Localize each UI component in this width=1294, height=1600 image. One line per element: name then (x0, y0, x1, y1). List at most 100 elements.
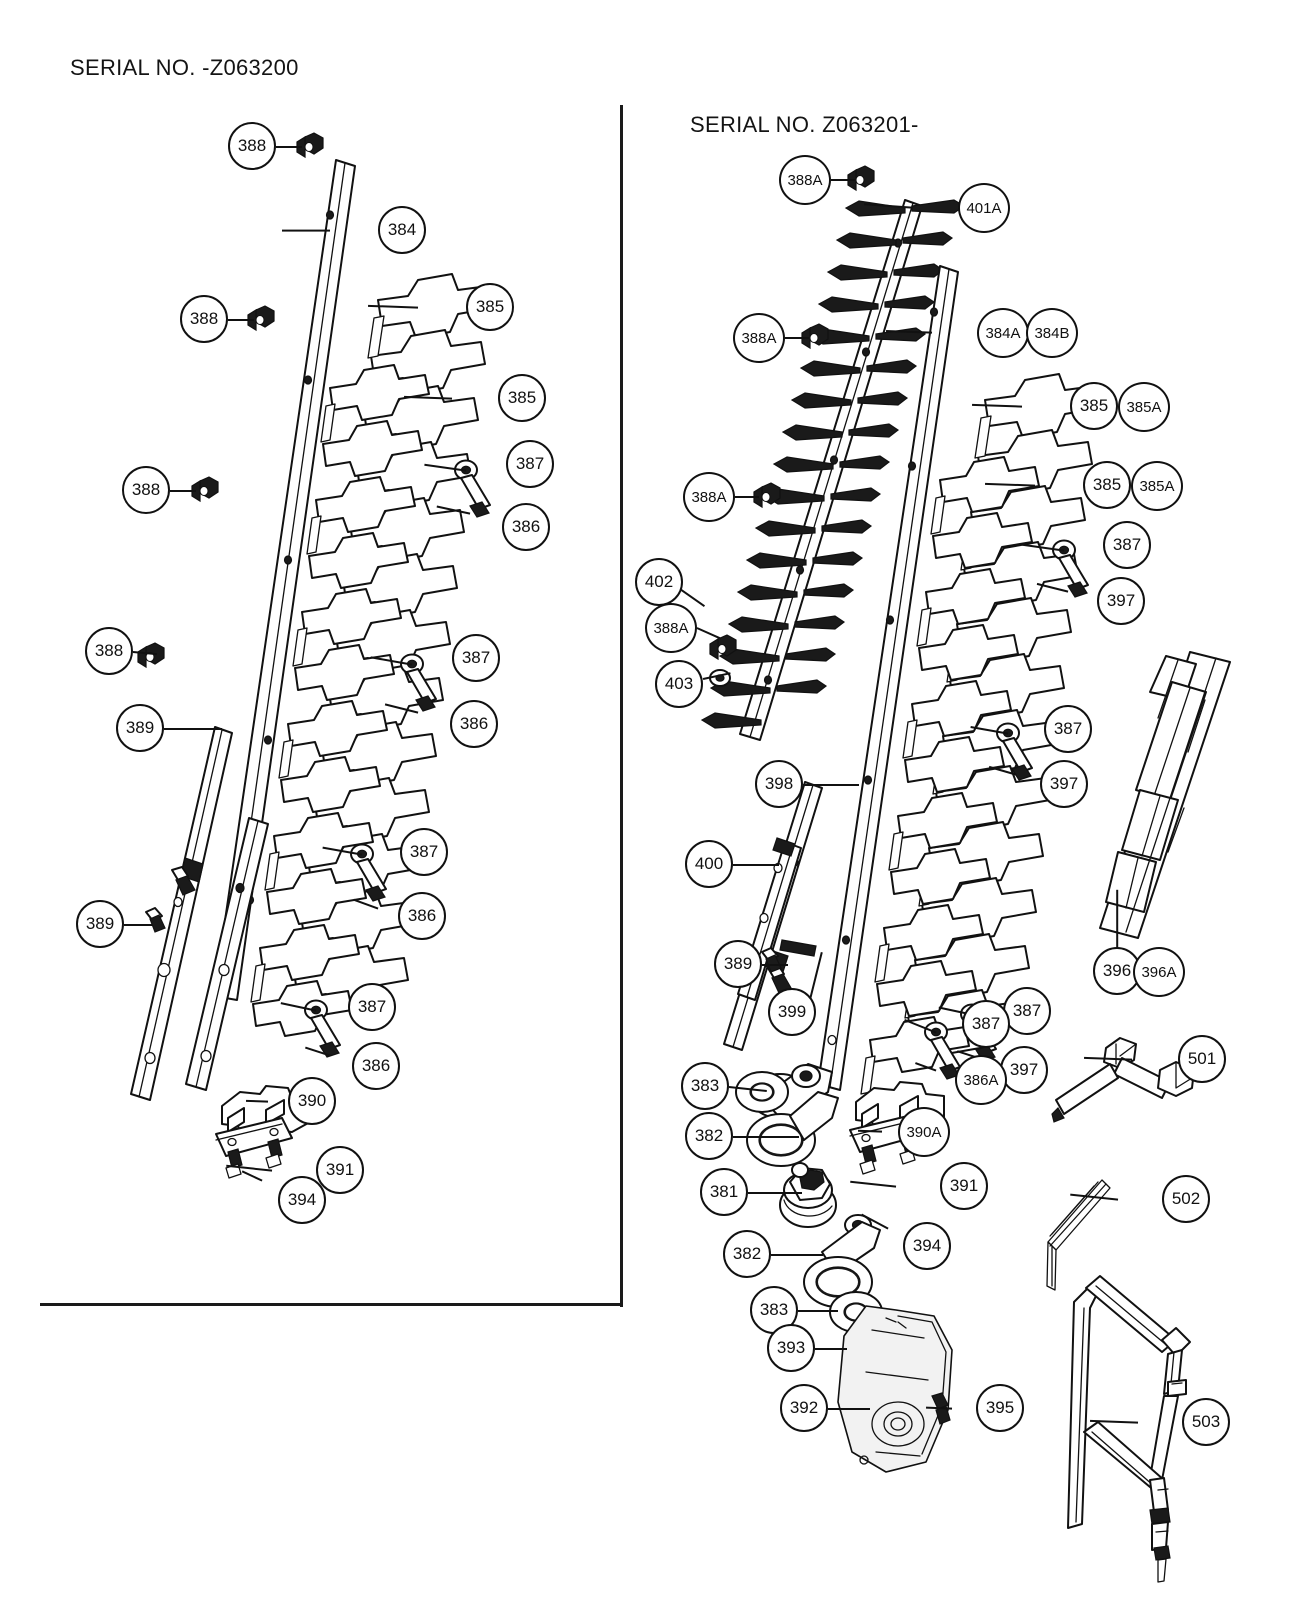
callout-balloon-388A[interactable]: 388A (683, 472, 735, 522)
callout-balloon-382[interactable]: 382 (723, 1230, 771, 1278)
callout-balloon-384[interactable]: 384 (378, 206, 426, 254)
callout-balloon-502[interactable]: 502 (1162, 1175, 1210, 1223)
leader-line-390 (245, 1100, 269, 1103)
callout-balloon-396A[interactable]: 396A (1133, 947, 1185, 997)
leader-line-387 (322, 847, 363, 856)
right-nut-388A-2 (801, 323, 829, 349)
callout-balloon-388A[interactable]: 388A (733, 313, 785, 363)
callout-balloon-383[interactable]: 383 (750, 1286, 798, 1334)
leader-line-387 (970, 726, 1009, 735)
bearing-393 (861, 1330, 907, 1366)
callout-balloon-391[interactable]: 391 (316, 1146, 364, 1194)
leader-line-399 (809, 952, 823, 999)
callout-balloon-501[interactable]: 501 (1178, 1035, 1226, 1083)
callout-label: 385 (1092, 475, 1122, 494)
callout-label: 390 (297, 1091, 327, 1110)
callout-balloon-387[interactable]: 387 (400, 828, 448, 876)
callout-label: 386 (511, 517, 541, 536)
callout-balloon-389[interactable]: 389 (116, 704, 164, 752)
leader-line-389 (124, 924, 152, 926)
callout-balloon-386[interactable]: 386 (502, 503, 550, 551)
callout-balloon-386A[interactable]: 386A (955, 1055, 1007, 1105)
callout-balloon-387[interactable]: 387 (1003, 987, 1051, 1035)
callout-balloon-387[interactable]: 387 (506, 440, 554, 488)
callout-balloon-399[interactable]: 399 (768, 988, 816, 1036)
callout-balloon-387[interactable]: 387 (1044, 705, 1092, 753)
leader-line-386 (305, 1047, 331, 1057)
callout-balloon-400[interactable]: 400 (685, 840, 733, 888)
callout-balloon-385[interactable]: 385 (498, 374, 546, 422)
leader-line-397 (988, 766, 1017, 776)
leader-line-384 (282, 230, 330, 232)
callout-label: 385A (1126, 398, 1162, 416)
callout-balloon-398[interactable]: 398 (755, 760, 803, 808)
callout-balloon-395[interactable]: 395 (976, 1384, 1024, 1432)
callout-label: 503 (1191, 1412, 1221, 1431)
callout-balloon-392[interactable]: 392 (780, 1384, 828, 1432)
callout-balloon-394[interactable]: 394 (903, 1222, 951, 1270)
callout-balloon-388[interactable]: 388 (228, 122, 276, 170)
callout-balloon-402[interactable]: 402 (635, 558, 683, 606)
leader-line-400 (733, 864, 779, 866)
callout-balloon-382[interactable]: 382 (685, 1112, 733, 1160)
callout-balloon-397[interactable]: 397 (1000, 1046, 1048, 1094)
callout-balloon-396[interactable]: 396 (1093, 947, 1141, 995)
callout-balloon-388A[interactable]: 388A (779, 155, 831, 205)
callout-balloon-385[interactable]: 385 (1070, 382, 1118, 430)
callout-balloon-503[interactable]: 503 (1182, 1398, 1230, 1446)
callout-balloon-384B[interactable]: 384B (1026, 308, 1078, 358)
callout-label: 382 (732, 1244, 762, 1263)
callout-balloon-386[interactable]: 386 (450, 700, 498, 748)
leader-line-386 (353, 899, 379, 910)
callout-label: 402 (644, 572, 674, 591)
callout-label: 391 (325, 1160, 355, 1179)
left-blade-385-front (250, 364, 430, 1037)
leader-line-398 (803, 784, 859, 786)
callout-label: 395 (985, 1398, 1015, 1417)
callout-label: 396A (1141, 963, 1177, 981)
callout-balloon-386[interactable]: 386 (398, 892, 446, 940)
callout-balloon-390A[interactable]: 390A (898, 1107, 950, 1157)
left-nut-388-3 (191, 476, 219, 502)
leader-line-395 (925, 1407, 953, 1410)
harness-503 (1067, 1275, 1191, 1583)
callout-balloon-393[interactable]: 393 (767, 1324, 815, 1372)
callout-label: 403 (664, 674, 694, 693)
callout-balloon-387[interactable]: 387 (452, 634, 500, 682)
callout-balloon-384A[interactable]: 384A (977, 308, 1029, 358)
callout-balloon-387[interactable]: 387 (962, 1000, 1010, 1048)
callout-balloon-381[interactable]: 381 (700, 1168, 748, 1216)
callout-balloon-388[interactable]: 388 (122, 466, 170, 514)
callout-balloon-387[interactable]: 387 (348, 983, 396, 1031)
callout-balloon-387[interactable]: 387 (1103, 521, 1151, 569)
callout-label: 397 (1009, 1060, 1039, 1079)
callout-balloon-388A[interactable]: 388A (645, 603, 697, 653)
callout-label: 388A (741, 329, 777, 347)
callout-balloon-397[interactable]: 397 (1097, 577, 1145, 625)
callout-balloon-397[interactable]: 397 (1040, 760, 1088, 808)
leader-line-402 (679, 588, 706, 607)
callout-label: 385 (1079, 396, 1109, 415)
callout-balloon-383[interactable]: 383 (681, 1062, 729, 1110)
callout-balloon-385[interactable]: 385 (466, 283, 514, 331)
conrod-lower-382 (803, 1214, 881, 1308)
callout-balloon-391[interactable]: 391 (940, 1162, 988, 1210)
callout-balloon-385[interactable]: 385 (1083, 461, 1131, 509)
callout-balloon-386[interactable]: 386 (352, 1042, 400, 1090)
leader-line-382 (733, 1136, 799, 1138)
callout-balloon-401A[interactable]: 401A (958, 183, 1010, 233)
callout-balloon-389[interactable]: 389 (76, 900, 124, 948)
callout-label: 397 (1106, 591, 1136, 610)
callout-balloon-390[interactable]: 390 (288, 1077, 336, 1125)
callout-balloon-388[interactable]: 388 (85, 627, 133, 675)
leader-line-387 (424, 464, 467, 472)
callout-balloon-385A[interactable]: 385A (1131, 461, 1183, 511)
callout-balloon-403[interactable]: 403 (655, 660, 703, 708)
callout-label: 384B (1034, 324, 1070, 342)
leader-line-387 (904, 1019, 937, 1034)
callout-balloon-394[interactable]: 394 (278, 1176, 326, 1224)
callout-balloon-385A[interactable]: 385A (1118, 382, 1170, 432)
callout-balloon-388[interactable]: 388 (180, 295, 228, 343)
callout-balloon-389[interactable]: 389 (714, 940, 762, 988)
